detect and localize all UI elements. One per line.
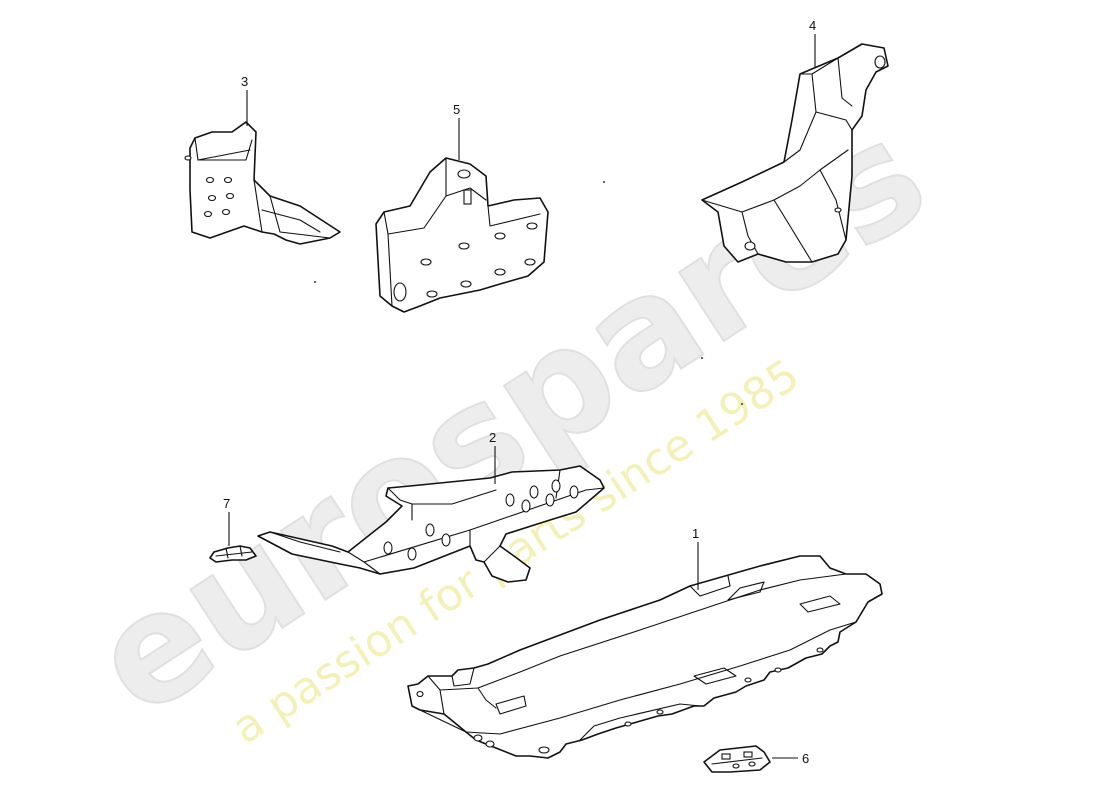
callout-4: 4 bbox=[809, 18, 816, 33]
callout-3: 3 bbox=[241, 74, 248, 89]
part-6[interactable] bbox=[703, 745, 771, 773]
part-3[interactable] bbox=[184, 121, 341, 245]
callout-7: 7 bbox=[223, 496, 230, 511]
callout-2: 2 bbox=[489, 430, 496, 445]
callout-6: 6 bbox=[802, 751, 809, 766]
part-1[interactable] bbox=[407, 555, 883, 759]
callout-5: 5 bbox=[453, 102, 460, 117]
part-2[interactable] bbox=[257, 465, 605, 583]
part-7[interactable] bbox=[209, 545, 257, 563]
scan-dot bbox=[314, 281, 316, 283]
scan-dot bbox=[701, 357, 703, 359]
scan-dot bbox=[603, 181, 605, 183]
part-4[interactable] bbox=[701, 43, 889, 263]
callout-1: 1 bbox=[692, 526, 699, 541]
scan-dot bbox=[741, 403, 743, 405]
part-5[interactable] bbox=[375, 157, 549, 313]
